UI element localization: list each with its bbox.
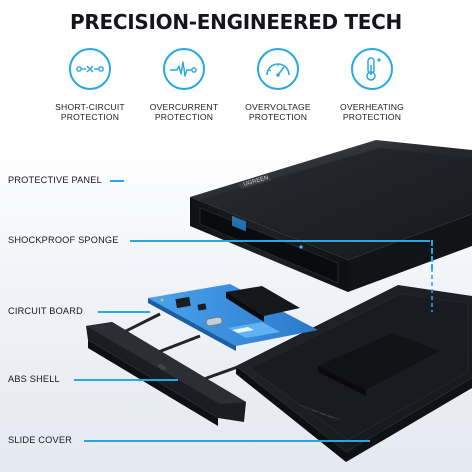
leader-line	[74, 379, 178, 381]
label-circuit-board: CIRCUIT BOARD	[8, 306, 83, 316]
feature-overheating: OVERHEATING PROTECTION	[322, 48, 422, 122]
headline: PRECISION-ENGINEERED TECH	[70, 10, 402, 34]
label-protective-panel: PROTECTIVE PANEL	[8, 175, 102, 185]
feature-line2: PROTECTION	[342, 112, 402, 122]
label-shockproof-sponge: SHOCKPROOF SPONGE	[8, 235, 119, 245]
leader-line	[431, 240, 433, 270]
feature-line2: PROTECTION	[154, 112, 214, 122]
feature-short-circuit: SHORT-CIRCUIT PROTECTION	[40, 48, 140, 122]
label-abs-shell: ABS SHELL	[8, 374, 60, 384]
thermometer-icon	[351, 48, 393, 90]
feature-line2: PROTECTION	[60, 112, 120, 122]
leader-line	[84, 440, 370, 442]
leader-line	[110, 180, 124, 182]
feature-line1: OVERHEATING	[339, 102, 405, 112]
feature-overcurrent: OVERCURRENT PROTECTION	[134, 48, 234, 122]
label-slide-cover: SLIDE COVER	[8, 435, 72, 445]
leader-line	[130, 240, 430, 242]
feature-overvoltage: OVERVOLTAGE PROTECTION	[228, 48, 328, 122]
feature-line1: SHORT-CIRCUIT	[55, 102, 125, 112]
feature-line2: PROTECTION	[248, 112, 308, 122]
circuit-board	[148, 284, 318, 351]
pulse-icon	[163, 48, 205, 90]
feature-line1: OVERVOLTAGE	[245, 102, 311, 112]
leader-line	[98, 311, 150, 313]
feature-line1: OVERCURRENT	[149, 102, 219, 112]
abs-shell-endcap	[86, 312, 247, 426]
short-circuit-icon	[69, 48, 111, 90]
gauge-icon	[257, 48, 299, 90]
slide-cover-panel	[236, 285, 472, 462]
enclosure-body	[190, 140, 472, 292]
